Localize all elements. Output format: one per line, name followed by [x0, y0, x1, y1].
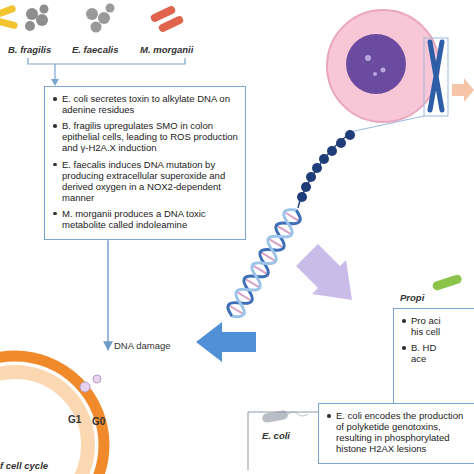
bfragilis-icon	[25, 5, 49, 32]
chromatin-thread	[298, 132, 352, 208]
species-label: E. faecalis	[72, 44, 118, 55]
species-label: f cell cycle	[0, 460, 48, 471]
propioni-icon	[431, 274, 462, 292]
ecoli-icon	[0, 4, 18, 29]
zoom-box	[424, 38, 448, 116]
species-label: M. morganii	[140, 44, 193, 55]
species-label: Propi	[400, 292, 424, 303]
outer-ring	[0, 356, 104, 474]
cell	[40, 5, 49, 14]
species-label: E. coli	[262, 430, 290, 441]
node-text: M. morganii produces a DNA toxic metabol…	[52, 208, 240, 230]
node-text: G1	[68, 414, 81, 426]
node-text: E. faecalis induces DNA mutation by prod…	[52, 159, 240, 203]
cell	[25, 21, 35, 31]
mmorganii-icon	[150, 5, 185, 33]
efaecalis-icon	[86, 4, 115, 33]
cell-body	[327, 10, 439, 122]
rod	[0, 4, 17, 18]
bead	[306, 172, 316, 182]
species-label: B. fragilis	[8, 44, 51, 55]
node-text: Pro aci his cell	[401, 315, 441, 337]
bead	[336, 138, 346, 148]
cell	[91, 22, 102, 33]
blue-arrow	[196, 322, 256, 362]
cell-icon	[93, 375, 101, 383]
bead	[327, 146, 337, 156]
text-box: E. coli encodes the production of polyke…	[318, 403, 474, 464]
rod	[0, 17, 18, 29]
bracket-line	[248, 412, 318, 470]
bead	[301, 182, 311, 192]
node-text: E. coli encodes the production of polyke…	[326, 410, 472, 454]
node-text: G0	[92, 416, 105, 428]
inner-band	[0, 372, 88, 474]
cell	[36, 14, 48, 26]
rod	[158, 15, 185, 33]
lavender-arrow	[296, 244, 352, 300]
cell	[86, 8, 98, 20]
flagellum	[288, 412, 308, 416]
bracket-line	[28, 58, 185, 64]
bead	[345, 130, 355, 140]
node-text: E. coli secretes toxin to alkylate DNA o…	[52, 93, 240, 115]
nucleus-dot	[365, 55, 371, 61]
zoom-line	[350, 116, 424, 132]
node-text: B. fragilis upregulates SMO in colon epi…	[52, 120, 240, 153]
cycle-ring: G1 G0	[0, 350, 110, 474]
bead	[312, 163, 322, 173]
arrow-head	[51, 79, 59, 86]
peach-arrow	[452, 78, 474, 102]
ring-shape	[0, 350, 110, 474]
rod	[431, 274, 462, 292]
bead	[319, 154, 329, 164]
chromosome	[350, 38, 448, 132]
nucleus-dot	[381, 68, 386, 73]
cell	[106, 4, 115, 13]
flow-arrow	[107, 240, 108, 350]
cell	[98, 12, 110, 24]
chromatid	[430, 42, 442, 110]
nucleus	[346, 34, 406, 94]
nucleosomes	[297, 130, 355, 202]
cell	[26, 8, 38, 20]
text-box: E. coli secretes toxin to alkylate DNA o…	[44, 86, 246, 240]
bead	[297, 192, 307, 202]
source-bracket	[28, 58, 185, 82]
edge-label: DNA damage	[114, 340, 171, 351]
nucleus-dot	[373, 72, 377, 76]
cell-illustration	[327, 10, 439, 122]
node-text: B. HD ace	[401, 342, 441, 364]
chromatin	[297, 130, 355, 208]
cell-icon	[80, 382, 90, 392]
